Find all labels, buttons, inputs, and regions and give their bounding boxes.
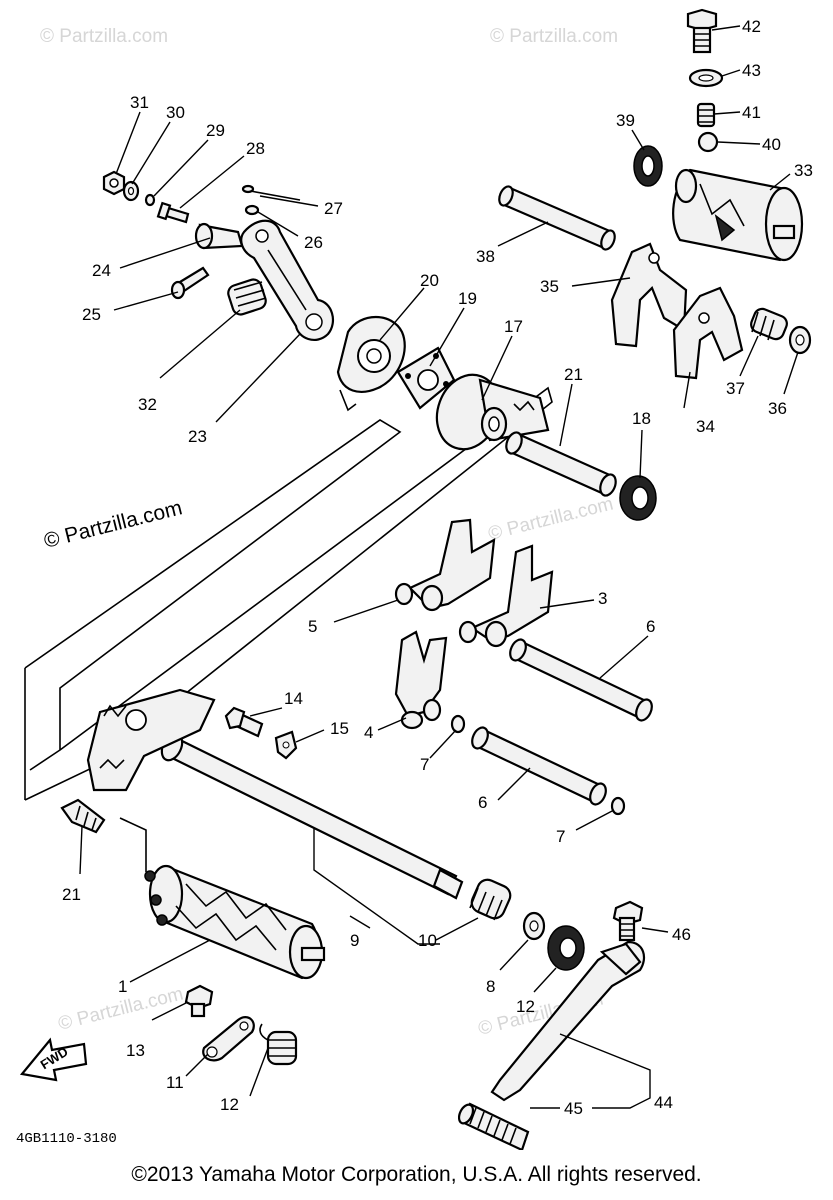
- callout-45: 45: [564, 1099, 583, 1118]
- callout-39: 39: [616, 111, 635, 130]
- callout-leaders: [79, 25, 799, 1109]
- callout-12: 11: [166, 1073, 184, 1092]
- callout-26: 26: [304, 233, 323, 252]
- bolt-15-washer-16: [224, 706, 298, 760]
- part-44-shift-pedal: [457, 940, 646, 1150]
- part-1-shift-cam-drum: [119, 817, 326, 980]
- callout-31: 31: [130, 93, 149, 112]
- watermark-mid: © Partzilla.com: [486, 494, 615, 545]
- callout-14: 13: [126, 1041, 145, 1060]
- callout-23: 23: [188, 427, 207, 446]
- callout-11: 12: [516, 997, 535, 1016]
- callout-21: 21: [564, 365, 583, 384]
- callout-1: 1: [118, 977, 127, 996]
- stopper-lever-parts: [184, 984, 298, 1066]
- callout-10: 10: [418, 931, 437, 950]
- callout-25: 25: [82, 305, 101, 324]
- forward-arrow-icon: FWD: [19, 1037, 88, 1082]
- callout-13: 12: [220, 1095, 239, 1114]
- exploded-parts-diagram: © Partzilla.com © Partzilla.com © Partzi…: [16, 8, 813, 1150]
- fork-spring-washer: [750, 307, 812, 355]
- callout-22: 21: [62, 885, 81, 904]
- callout-9: 9: [350, 931, 359, 950]
- part-21-shaft: [505, 431, 617, 497]
- callout-46: 46: [672, 925, 691, 944]
- callout-24: 24: [92, 261, 111, 280]
- callout-38: 38: [476, 247, 495, 266]
- part-4-shift-fork: [394, 518, 496, 612]
- callout-5: 6: [646, 617, 655, 636]
- callout-40: 40: [762, 135, 781, 154]
- callout-43: 43: [742, 61, 761, 80]
- part-19-plate: [396, 346, 456, 410]
- callout-37: 37: [726, 379, 745, 398]
- callout-28: 28: [246, 139, 265, 158]
- callout-27: 27: [324, 199, 343, 218]
- callout-20: 20: [420, 271, 439, 290]
- watermark-top-left: © Partzilla.com: [40, 26, 168, 47]
- callout-41: 41: [742, 103, 761, 122]
- part-7-clip-a: [450, 714, 466, 734]
- part-22-stud-bolt: [60, 798, 106, 834]
- part-17-segment: [435, 373, 550, 451]
- section-outline: [24, 386, 553, 801]
- part-46-bolt: [612, 900, 644, 942]
- callout-7a: 7: [420, 755, 429, 774]
- callout-16: 15: [330, 719, 349, 738]
- callout-8: 8: [486, 977, 495, 996]
- part-7-clip-b: [610, 796, 626, 816]
- part-3-shift-fork: [394, 630, 448, 730]
- watermark-top-right: © Partzilla.com: [490, 26, 618, 47]
- callout-19: 19: [458, 289, 477, 308]
- callout-29: 29: [206, 121, 225, 140]
- detent-parts: [686, 8, 724, 153]
- callout-32: 32: [138, 395, 157, 414]
- part-39-oil-seal: [633, 145, 663, 187]
- callout-17: 17: [504, 317, 523, 336]
- part-38-shaft: [498, 185, 616, 251]
- diagram-code: 4GB1110-3180: [16, 1131, 117, 1147]
- part-5-shaft: [509, 638, 653, 722]
- callout-2: 3: [598, 589, 607, 608]
- part-35-shift-fork: [610, 242, 688, 348]
- callout-3: 4: [364, 723, 373, 742]
- part-10-spring: [469, 878, 512, 921]
- callout-35: 35: [540, 277, 559, 296]
- callout-18: 18: [632, 409, 651, 428]
- callout-42: 42: [742, 17, 761, 36]
- part-20-segment: [336, 316, 406, 412]
- callout-44: 44: [654, 1093, 673, 1112]
- callout-labels: 42 43 41 40 33 39 31 30 29 28 27 26 24 2…: [62, 17, 813, 1118]
- part-11-bushing: [547, 925, 585, 971]
- callout-30: 30: [166, 103, 185, 122]
- part-34-shift-fork: [672, 286, 744, 380]
- callout-7b: 7: [556, 827, 565, 846]
- shift-arm-linkage: [102, 170, 335, 342]
- part-9-shift-shaft: [86, 688, 464, 900]
- callout-34: 34: [696, 417, 715, 436]
- part-2-shift-fork: [458, 544, 554, 648]
- part-8-washer: [522, 911, 546, 941]
- callout-4: 5: [308, 617, 317, 636]
- callout-33: 33: [794, 161, 813, 180]
- part-33-shift-drum: [672, 168, 804, 262]
- callout-15: 14: [284, 689, 303, 708]
- copyright-notice: ©2013 Yamaha Motor Corporation, U.S.A. A…: [131, 1163, 702, 1186]
- part-18-bearing: [619, 475, 657, 521]
- callout-6: 6: [478, 793, 487, 812]
- watermark-partzilla: © Partzilla.com: [42, 496, 185, 553]
- callout-36: 36: [768, 399, 787, 418]
- part-6-shaft: [471, 726, 607, 806]
